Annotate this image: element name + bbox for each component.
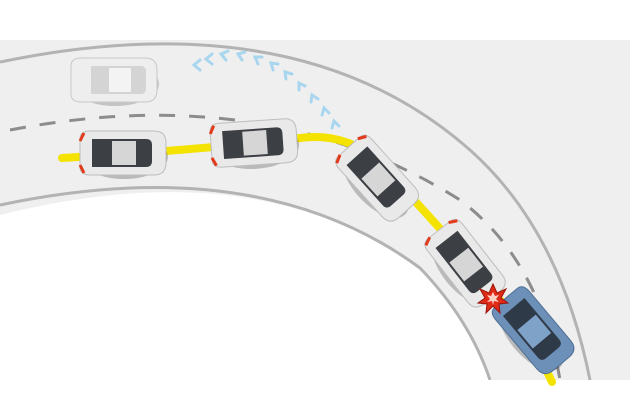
collision-burst-icon <box>476 282 510 315</box>
inner-lane-line <box>0 186 492 380</box>
outer-lane-line <box>0 42 592 380</box>
car-icon <box>70 57 160 107</box>
car-icon <box>78 129 170 181</box>
center-dashed-line <box>9 113 562 380</box>
chevron-arrows-icon <box>191 49 341 130</box>
